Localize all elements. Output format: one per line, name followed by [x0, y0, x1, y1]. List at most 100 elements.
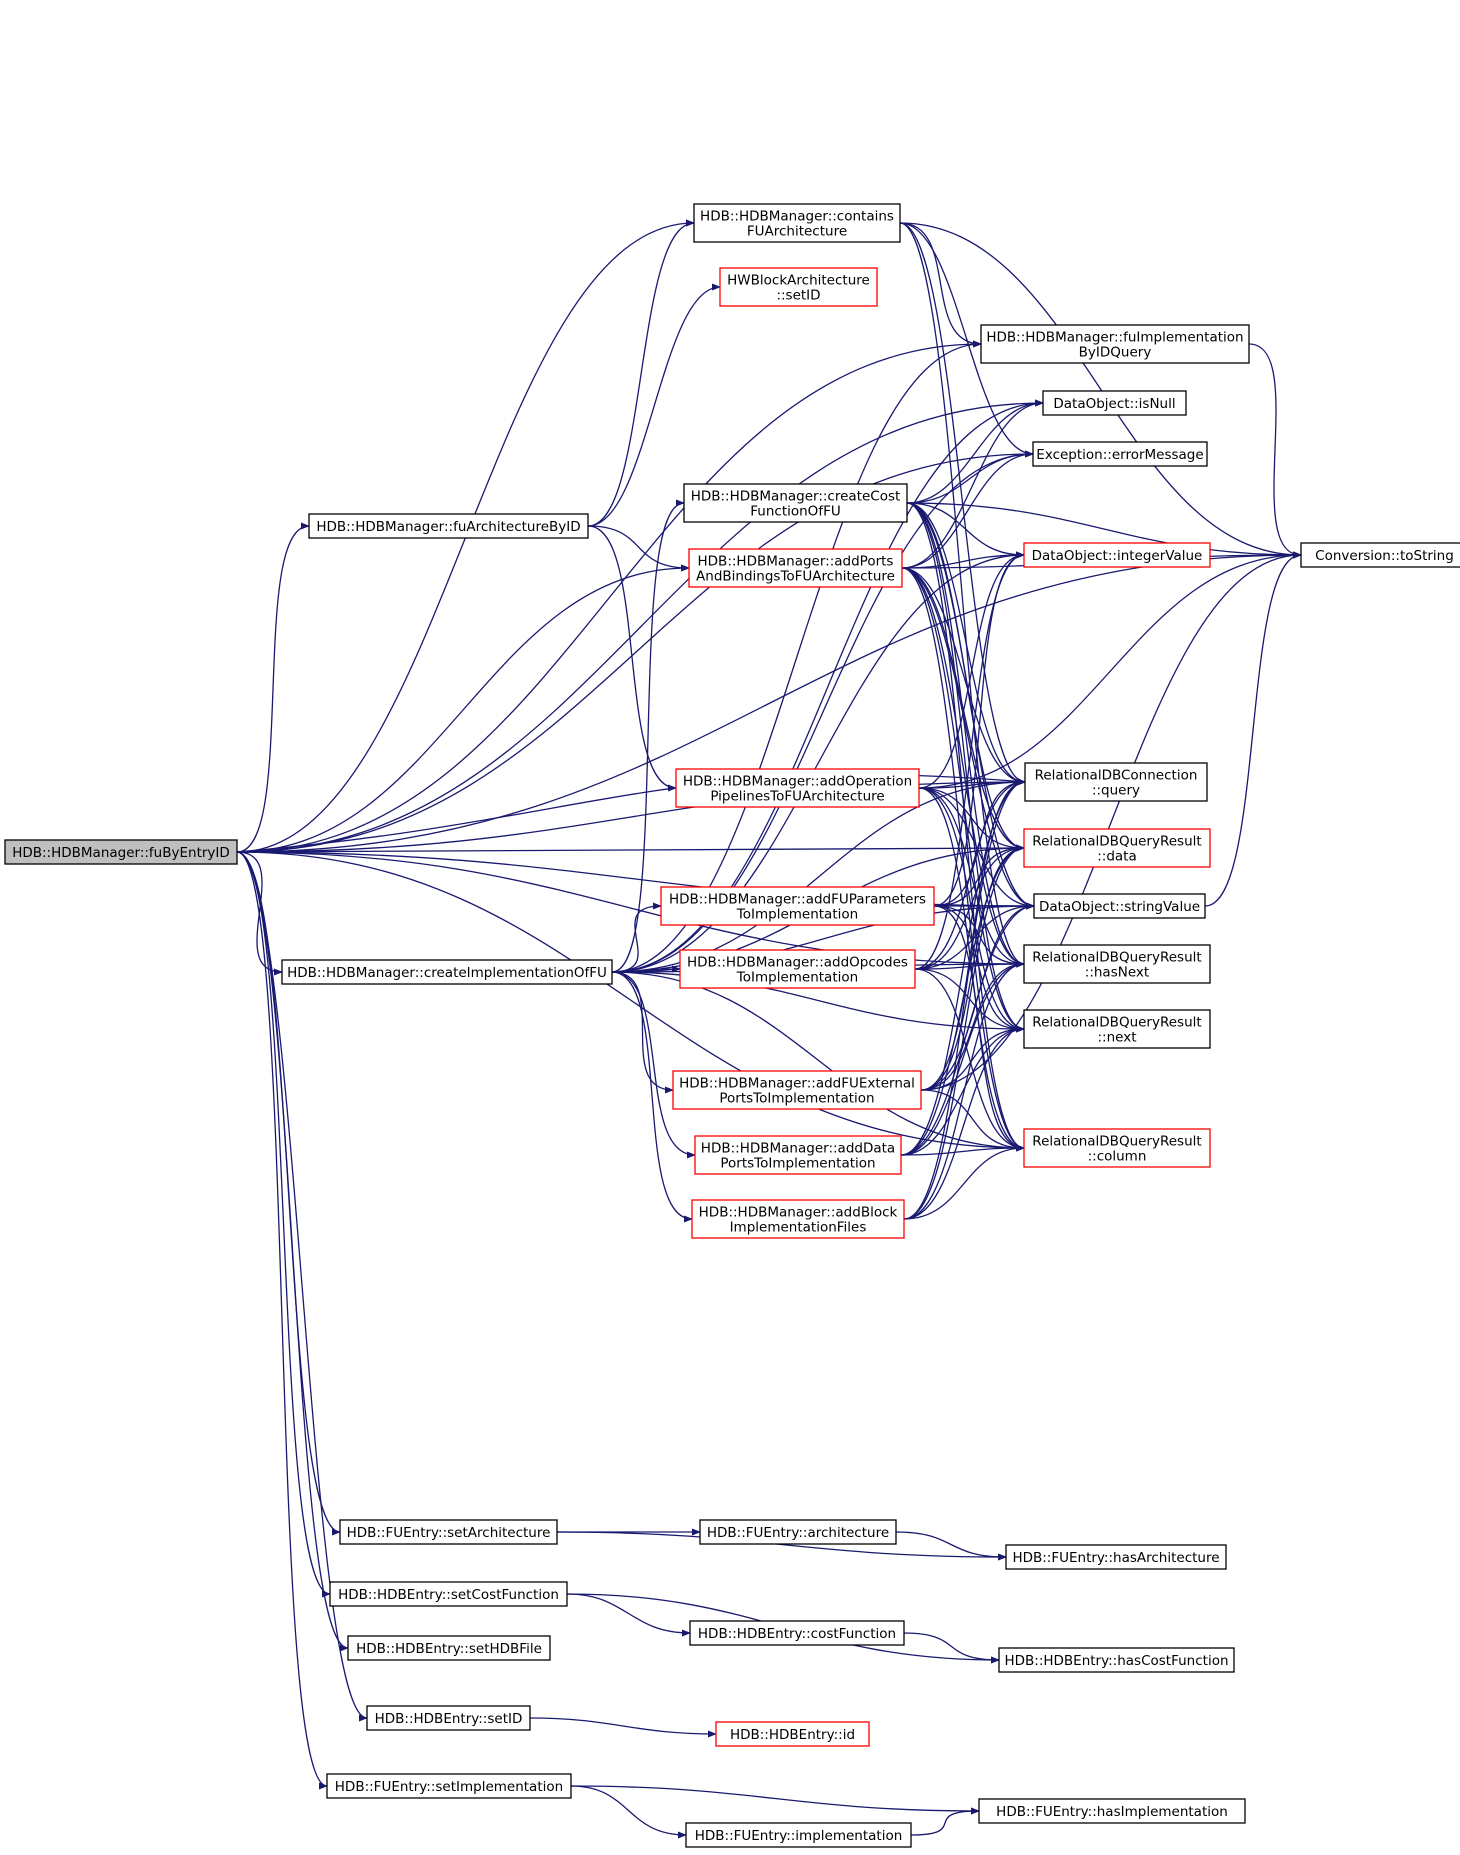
node-box[interactable]: [998, 1647, 1235, 1673]
node-setArchitecture[interactable]: HDB::FUEntry::setArchitecture: [339, 1519, 558, 1545]
node-box[interactable]: [660, 886, 935, 926]
node-label: HDB::HDBManager::addPorts: [698, 554, 894, 570]
node-createImpl[interactable]: HDB::HDBManager::createImplementationOfF…: [281, 959, 613, 985]
node-label: HDB::HDBEntry::hasCostFunction: [1004, 1653, 1228, 1669]
node-box[interactable]: [1023, 542, 1211, 568]
node-box[interactable]: [1042, 390, 1187, 416]
edge-addDataPorts-to-query: [900, 778, 1026, 1156]
node-addPorts[interactable]: HDB::HDBManager::addPortsAndBindingsToFU…: [688, 548, 903, 588]
edge-addFUParams-to-next: [933, 905, 1025, 1033]
edge-path: [901, 567, 1025, 852]
node-label: HDB::HDBManager::createImplementationOfF…: [287, 965, 607, 981]
node-fuImplByIDQuery[interactable]: HDB::HDBManager::fuImplementationByIDQue…: [980, 324, 1250, 364]
node-integerValue[interactable]: DataObject::integerValue: [1023, 542, 1211, 568]
node-fuByEntryID[interactable]: HDB::HDBManager::fuByEntryID: [4, 839, 238, 865]
node-label: HDB::HDBManager::addFUParameters: [669, 892, 926, 908]
edge-path: [236, 340, 982, 853]
node-box[interactable]: [980, 324, 1250, 364]
node-hasNext[interactable]: RelationalDBQueryResult::hasNext: [1023, 944, 1211, 984]
node-addBlockImpl[interactable]: HDB::HDBManager::addBlockImplementationF…: [691, 1199, 905, 1239]
edge-createCostFn-to-errorMessage: [906, 450, 1034, 504]
node-addOpPipes[interactable]: HDB::HDBManager::addOperationPipelinesTo…: [675, 768, 920, 808]
node-hasCostFunction[interactable]: HDB::HDBEntry::hasCostFunction: [998, 1647, 1235, 1673]
node-box[interactable]: [366, 1705, 531, 1731]
node-box[interactable]: [719, 267, 878, 307]
node-box[interactable]: [1300, 542, 1460, 568]
edge-fuArchByID-to-addPorts: [587, 525, 690, 572]
node-box[interactable]: [675, 768, 920, 808]
edge-addPorts-to-hasNext: [901, 567, 1025, 968]
node-box[interactable]: [1033, 893, 1206, 919]
node-box[interactable]: [1023, 1128, 1211, 1168]
edge-implementation-to-hasImplementation: [910, 1807, 980, 1836]
edge-fuByEntryID-to-fuArchByID: [236, 522, 310, 853]
node-addDataPorts[interactable]: HDB::HDBManager::addDataPortsToImplement…: [694, 1135, 902, 1175]
node-box[interactable]: [1023, 944, 1211, 984]
node-addFUParams[interactable]: HDB::HDBManager::addFUParametersToImplem…: [660, 886, 935, 926]
node-setCostFunction[interactable]: HDB::HDBEntry::setCostFunction: [329, 1581, 568, 1607]
node-box[interactable]: [693, 203, 901, 243]
node-label: ImplementationFiles: [730, 1220, 867, 1236]
node-hasArchitecture[interactable]: HDB::FUEntry::hasArchitecture: [1005, 1544, 1227, 1570]
node-next[interactable]: RelationalDBQueryResult::next: [1023, 1009, 1211, 1049]
node-box[interactable]: [308, 513, 589, 539]
edge-path: [587, 283, 721, 527]
edge-addOpPipes-to-hasNext: [918, 787, 1025, 968]
node-isNull[interactable]: DataObject::isNull: [1042, 390, 1187, 416]
edge-addOpcodes-to-integerValue: [914, 551, 1025, 970]
node-setHDBFile[interactable]: HDB::HDBEntry::setHDBFile: [347, 1635, 551, 1661]
node-box[interactable]: [326, 1773, 572, 1799]
node-architecture[interactable]: HDB::FUEntry::architecture: [699, 1519, 897, 1545]
node-box[interactable]: [329, 1581, 568, 1607]
edge-containsFUArch-to-toString: [899, 222, 1302, 559]
node-fuArchByID[interactable]: HDB::HDBManager::fuArchitectureByID: [308, 513, 589, 539]
node-box[interactable]: [672, 1070, 922, 1110]
edge-path: [236, 851, 1025, 1152]
node-box[interactable]: [1024, 762, 1208, 802]
node-box[interactable]: [978, 1798, 1246, 1824]
node-data[interactable]: RelationalDBQueryResult::data: [1023, 828, 1211, 868]
node-box[interactable]: [339, 1519, 558, 1545]
node-addExtPorts[interactable]: HDB::HDBManager::addFUExternalPortsToImp…: [672, 1070, 922, 1110]
node-errorMessage[interactable]: Exception::errorMessage: [1032, 441, 1208, 467]
node-box[interactable]: [4, 839, 238, 865]
node-addOpcodes[interactable]: HDB::HDBManager::addOpcodesToImplementat…: [679, 949, 916, 989]
node-hasImplementation[interactable]: HDB::FUEntry::hasImplementation: [978, 1798, 1246, 1824]
node-box[interactable]: [347, 1635, 551, 1661]
node-setIDHW[interactable]: HWBlockArchitecture::setID: [719, 267, 878, 307]
node-box[interactable]: [685, 1822, 912, 1848]
node-toString[interactable]: Conversion::toString: [1300, 542, 1460, 568]
node-box[interactable]: [683, 483, 908, 523]
node-label: Conversion::toString: [1315, 548, 1454, 564]
node-box[interactable]: [689, 1620, 905, 1646]
node-stringValue[interactable]: DataObject::stringValue: [1033, 893, 1206, 919]
node-box[interactable]: [1005, 1544, 1227, 1570]
edge-path: [903, 844, 1025, 1220]
node-box[interactable]: [691, 1199, 905, 1239]
node-box[interactable]: [1032, 441, 1208, 467]
node-column[interactable]: RelationalDBQueryResult::column: [1023, 1128, 1211, 1168]
node-idEntry[interactable]: HDB::HDBEntry::id: [715, 1721, 870, 1747]
node-box[interactable]: [688, 548, 903, 588]
edge-path: [933, 844, 1025, 907]
node-implementation[interactable]: HDB::FUEntry::implementation: [685, 1822, 912, 1848]
node-query[interactable]: RelationalDBConnection::query: [1024, 762, 1208, 802]
node-box[interactable]: [1023, 828, 1211, 868]
node-setIDEntry[interactable]: HDB::HDBEntry::setID: [366, 1705, 531, 1731]
node-box[interactable]: [1023, 1009, 1211, 1049]
node-box[interactable]: [699, 1519, 897, 1545]
edge-path: [900, 1144, 1025, 1156]
edge-path: [903, 1632, 1000, 1664]
node-costFunction[interactable]: HDB::HDBEntry::costFunction: [689, 1620, 905, 1646]
edge-addDataPorts-to-hasNext: [900, 960, 1025, 1156]
node-box[interactable]: [715, 1721, 870, 1747]
node-box[interactable]: [281, 959, 613, 985]
node-box[interactable]: [694, 1135, 902, 1175]
node-setImplementation[interactable]: HDB::FUEntry::setImplementation: [326, 1773, 572, 1799]
edge-addOpPipes-to-toString: [918, 551, 1302, 789]
edge-path: [901, 567, 1026, 786]
node-box[interactable]: [679, 949, 916, 989]
node-label: HDB::HDBManager::fuByEntryID: [12, 845, 230, 861]
